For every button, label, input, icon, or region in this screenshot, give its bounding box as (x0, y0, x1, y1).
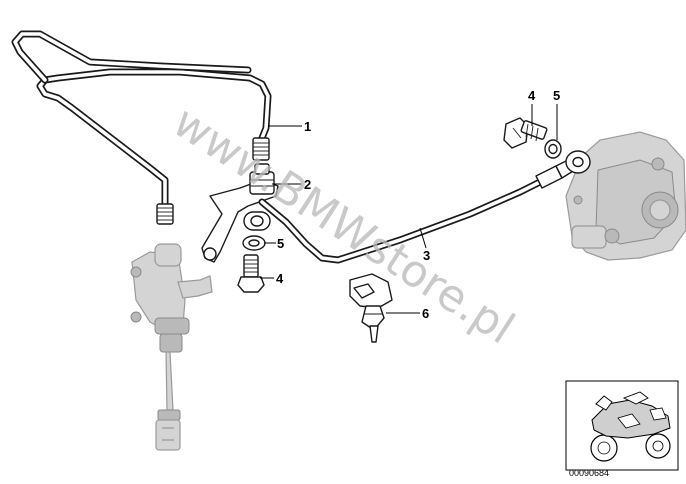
hose-clip (349, 273, 393, 343)
leader-lines (260, 104, 558, 314)
sealing-ring-caliper (544, 139, 562, 159)
leader-line (419, 227, 427, 249)
image-reference: 00090684 (569, 468, 609, 478)
callout-5-left: 5 (277, 236, 284, 251)
locator-thumbnail: 00090684 (565, 380, 679, 478)
callout-2: 2 (304, 177, 311, 192)
callout-4-left: 4 (276, 271, 284, 286)
callout-1: 1 (304, 119, 311, 134)
callout-6: 6 (422, 306, 429, 321)
brake-caliper (565, 131, 686, 261)
banjo-bolt (237, 254, 265, 293)
brake-hose (243, 150, 591, 264)
callouts: 1 2 5 4 3 4 5 6 (276, 88, 560, 321)
banjo-bolt-caliper (503, 117, 548, 149)
brake-pipe (11, 30, 272, 225)
callout-3: 3 (423, 248, 430, 263)
callout-4-right: 4 (528, 88, 536, 103)
sealing-ring (242, 235, 266, 251)
motorcycle-icon (590, 391, 671, 462)
master-cylinder (130, 243, 213, 451)
callout-5-right: 5 (553, 88, 560, 103)
